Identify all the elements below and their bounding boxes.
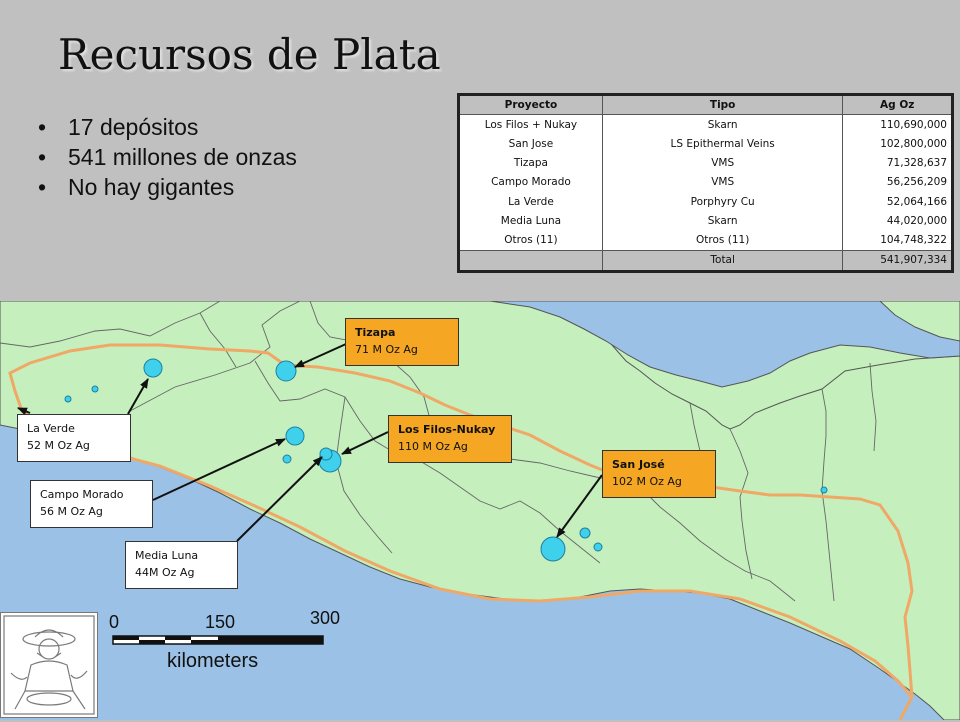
table-row: Los Filos + Nukay Skarn 110,690,000: [460, 114, 951, 135]
table-cell: Porphyry Cu: [601, 191, 843, 212]
column-header: Ag Oz: [842, 96, 951, 115]
callout-name: Tizapa: [355, 326, 396, 339]
table-row: Media Luna Skarn 44,020,000: [460, 211, 951, 231]
deposit-marker: [820, 486, 828, 494]
table-cell: VMS: [601, 153, 843, 173]
gulf-water: [489, 301, 960, 388]
table-row: La Verde Porphyry Cu 52,064,166: [460, 191, 951, 212]
table-cell: 71,328,637: [842, 153, 951, 173]
callout-los-filos: Los Filos-Nukay 110 M Oz Ag: [388, 415, 512, 463]
prospector-sketch: [3, 615, 95, 715]
deposit-marker: [319, 447, 333, 461]
yucatan-land: [879, 301, 960, 342]
belt-outline-south: [21, 409, 914, 698]
prospector-portrait-icon: [0, 612, 98, 718]
deposit-marker: [64, 395, 72, 403]
table-cell: 110,690,000: [842, 114, 951, 135]
deposit-marker: [275, 360, 297, 382]
callout-amount: 52 M Oz Ag: [27, 439, 90, 452]
arrow-campo-morado: [152, 438, 286, 501]
scale-unit: kilometers: [167, 650, 259, 672]
bullet-item: 541 millones de onzas: [38, 142, 297, 172]
callout-amount: 56 M Oz Ag: [40, 505, 103, 518]
table-total-row: Total 541,907,334: [460, 249, 951, 270]
table-cell: Skarn: [601, 211, 843, 231]
column-header: Proyecto: [460, 96, 603, 115]
table-cell: Los Filos + Nukay: [484, 118, 578, 131]
callout-media-luna: Media Luna 44M Oz Ag: [125, 541, 238, 589]
scale-bar: 0 150 300 kilometers: [105, 608, 355, 672]
table-row: Campo Morado VMS 56,256,209: [460, 172, 951, 192]
table-cell: Campo Morado: [491, 176, 571, 189]
table-cell: Otros (11): [504, 234, 558, 247]
scale-bar-graphic: [112, 635, 324, 645]
table-row: San Jose LS Epithermal Veins 102,800,000: [460, 134, 951, 154]
callout-amount: 102 M Oz Ag: [612, 475, 682, 488]
callout-amount: 71 M Oz Ag: [355, 343, 418, 356]
column-header: Tipo: [601, 96, 843, 115]
table-header-row: Proyecto Tipo Ag Oz: [460, 96, 951, 115]
scale-label: 150: [205, 612, 236, 632]
table-cell: [460, 249, 603, 270]
deposit-marker: [285, 426, 305, 446]
table-cell: San Jose: [508, 137, 554, 150]
table-cell: 104,748,322: [842, 230, 951, 251]
table-cell: La Verde: [508, 195, 554, 208]
table-cell: Skarn: [601, 114, 843, 135]
callout-name: Los Filos-Nukay: [398, 423, 496, 436]
deposit-marker: [143, 358, 163, 378]
deposit-map: [0, 301, 960, 720]
callout-amount: 110 M Oz Ag: [398, 440, 468, 453]
deposit-marker: [540, 536, 566, 562]
scale-label: 0: [109, 612, 120, 632]
callout-name: Media Luna: [135, 549, 199, 562]
total-value: 541,907,334: [842, 249, 951, 270]
table-cell: LS Epithermal Veins: [601, 134, 843, 154]
arrow-los-filos: [341, 431, 389, 455]
table-cell: 44,020,000: [842, 211, 951, 231]
bullet-list: 17 depósitos 541 millones de onzas No ha…: [38, 112, 297, 202]
table-cell: 52,064,166: [842, 191, 951, 212]
deposit-marker: [91, 385, 99, 393]
callout-campo-morado: Campo Morado 56 M Oz Ag: [30, 480, 153, 528]
callout-la-verde: La Verde 52 M Oz Ag: [17, 414, 131, 462]
arrow-media-luna: [236, 456, 323, 542]
arrow-la-verde: [127, 378, 149, 415]
deposit-marker: [282, 454, 292, 464]
arrow-coast: [17, 407, 31, 416]
resources-table: Proyecto Tipo Ag Oz Los Filos + Nukay Sk…: [457, 93, 954, 273]
callout-name: San José: [612, 458, 665, 471]
table-cell: VMS: [601, 172, 843, 192]
deposit-marker: [579, 527, 591, 539]
callout-amount: 44M Oz Ag: [135, 566, 195, 579]
bullet-item: No hay gigantes: [38, 172, 297, 202]
table-cell: Tizapa: [513, 157, 548, 170]
scale-label: 300: [310, 608, 341, 628]
callout-name: Campo Morado: [40, 488, 124, 501]
table-row: Otros (11) Otros (11) 104,748,322: [460, 230, 951, 251]
arrow-san-jose: [556, 474, 603, 538]
table-cell: 102,800,000: [842, 134, 951, 154]
total-label: Total: [601, 249, 843, 270]
callout-arrows: [17, 343, 603, 542]
table-cell: Media Luna: [500, 214, 562, 227]
belt-outline: [8, 343, 914, 720]
slide-title: Recursos de Plata: [58, 30, 441, 79]
arrow-tizapa: [294, 343, 347, 368]
callout-name: La Verde: [27, 422, 75, 435]
bullet-item: 17 depósitos: [38, 112, 297, 142]
callout-san-jose: San José 102 M Oz Ag: [602, 450, 716, 498]
table-row: Tizapa VMS 71,328,637: [460, 153, 951, 173]
deposit-marker: [593, 542, 603, 552]
table-cell: 56,256,209: [842, 172, 951, 192]
table-cell: Otros (11): [601, 230, 843, 251]
callout-tizapa: Tizapa 71 M Oz Ag: [345, 318, 459, 366]
